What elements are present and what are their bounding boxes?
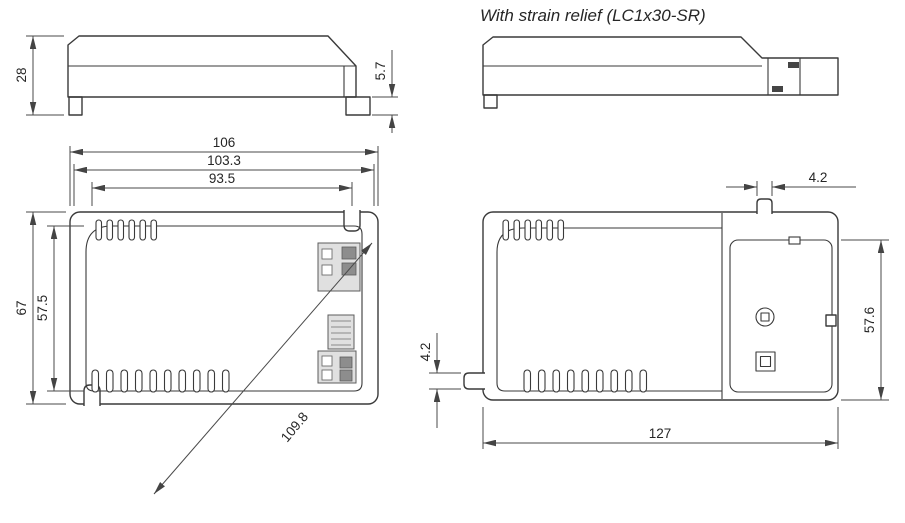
sr-lid-seam: [496, 227, 722, 392]
dim-sr-width: 127: [482, 407, 839, 449]
side-left-foot: [68, 96, 83, 116]
top-view-strain-relief: [463, 198, 839, 401]
vent-slot: [105, 369, 114, 393]
vent-slot: [595, 369, 604, 393]
drawing-title: With strain relief (LC1x30-SR): [480, 6, 706, 25]
vent-slot: [95, 219, 103, 241]
mounting-slot-top-right: [343, 210, 361, 232]
vent-slot: [523, 369, 532, 393]
sr-clamp-screw: [755, 351, 776, 372]
vent-slot: [134, 369, 143, 393]
sr-latch: [788, 236, 801, 245]
vent-slot: [552, 369, 561, 393]
side-view-plain: [67, 35, 371, 116]
side-view-strain-relief: [482, 36, 839, 109]
vent-slot: [192, 369, 201, 393]
sr-side-body-outline: [482, 36, 839, 96]
vent-slot: [624, 369, 633, 393]
terminal-block-bottom: [317, 350, 357, 384]
dim-side-height: 28: [14, 35, 64, 116]
dim-sr-height: 57.6: [841, 239, 889, 401]
vent-slot: [117, 219, 125, 241]
dim-width-total-label: 106: [213, 135, 236, 150]
sr-side-screw-slot-bottom: [772, 86, 783, 92]
vent-slot: [557, 219, 565, 241]
dim-sr-tab-height: 4.2: [418, 333, 461, 428]
dim-sr-tab-width: 4.2: [726, 170, 856, 196]
dim-height-total-label: 67: [14, 300, 29, 315]
sr-right-notch: [825, 314, 837, 327]
sr-side-screw-slot-top: [788, 62, 799, 68]
vent-slot: [610, 369, 619, 393]
dim-sr-tab-height-label: 4.2: [418, 343, 433, 362]
dim-top-width-mid: 103.3: [73, 153, 375, 206]
vent-slot: [178, 369, 187, 393]
dim-side-foot: 5.7: [372, 50, 398, 133]
label-area: [327, 314, 355, 350]
dim-sr-height-label: 57.6: [862, 307, 877, 333]
vent-slot: [150, 219, 158, 241]
vent-slot: [513, 219, 521, 241]
vent-slot: [566, 369, 575, 393]
vent-slot: [524, 219, 532, 241]
vent-slots-bottom: [91, 369, 230, 393]
vent-slot: [502, 219, 510, 241]
vent-slot: [106, 219, 114, 241]
vent-slot: [207, 369, 216, 393]
vent-slot: [535, 219, 543, 241]
vent-slot: [537, 369, 546, 393]
vent-slot: [91, 369, 100, 393]
vent-slot: [120, 369, 129, 393]
sr-left-tab: [463, 372, 485, 390]
dim-sr-width-label: 127: [649, 426, 672, 441]
dim-width-mid-label: 103.3: [207, 153, 241, 168]
dim-side-foot-label: 5.7: [373, 62, 388, 81]
vent-slot: [639, 369, 648, 393]
dim-width-inner-label: 93.5: [209, 171, 235, 186]
sr-body-outline: [482, 211, 839, 401]
sr-side-left-foot: [483, 94, 498, 109]
dim-sr-tab-width-label: 4.2: [809, 170, 828, 185]
vent-slot: [128, 219, 136, 241]
vent-slot: [163, 369, 172, 393]
dim-top-width-inner: 93.5: [91, 171, 353, 206]
vent-slots-top: [95, 219, 158, 241]
sr-screw: [755, 307, 775, 327]
vent-slot: [139, 219, 147, 241]
dim-top-height-total: 67: [14, 211, 66, 405]
sr-vent-slots-bottom: [523, 369, 648, 393]
side-right-foot: [345, 96, 371, 116]
dim-top-width-total: 106: [69, 135, 379, 206]
dim-diagonal-label: 109.8: [278, 409, 311, 445]
sr-vent-slots-top: [502, 219, 565, 241]
vent-slot: [149, 369, 158, 393]
dim-top-height-inner: 57.5: [35, 225, 84, 392]
dim-height-inner-label: 57.5: [35, 295, 50, 321]
sr-top-tab: [756, 198, 773, 214]
vent-slot: [581, 369, 590, 393]
vent-slot: [546, 219, 554, 241]
terminal-block-top: [317, 242, 361, 292]
top-view-plain: [69, 210, 379, 406]
vent-slot: [221, 369, 230, 393]
strain-relief-cover: [729, 236, 837, 393]
dim-side-height-label: 28: [14, 67, 29, 82]
